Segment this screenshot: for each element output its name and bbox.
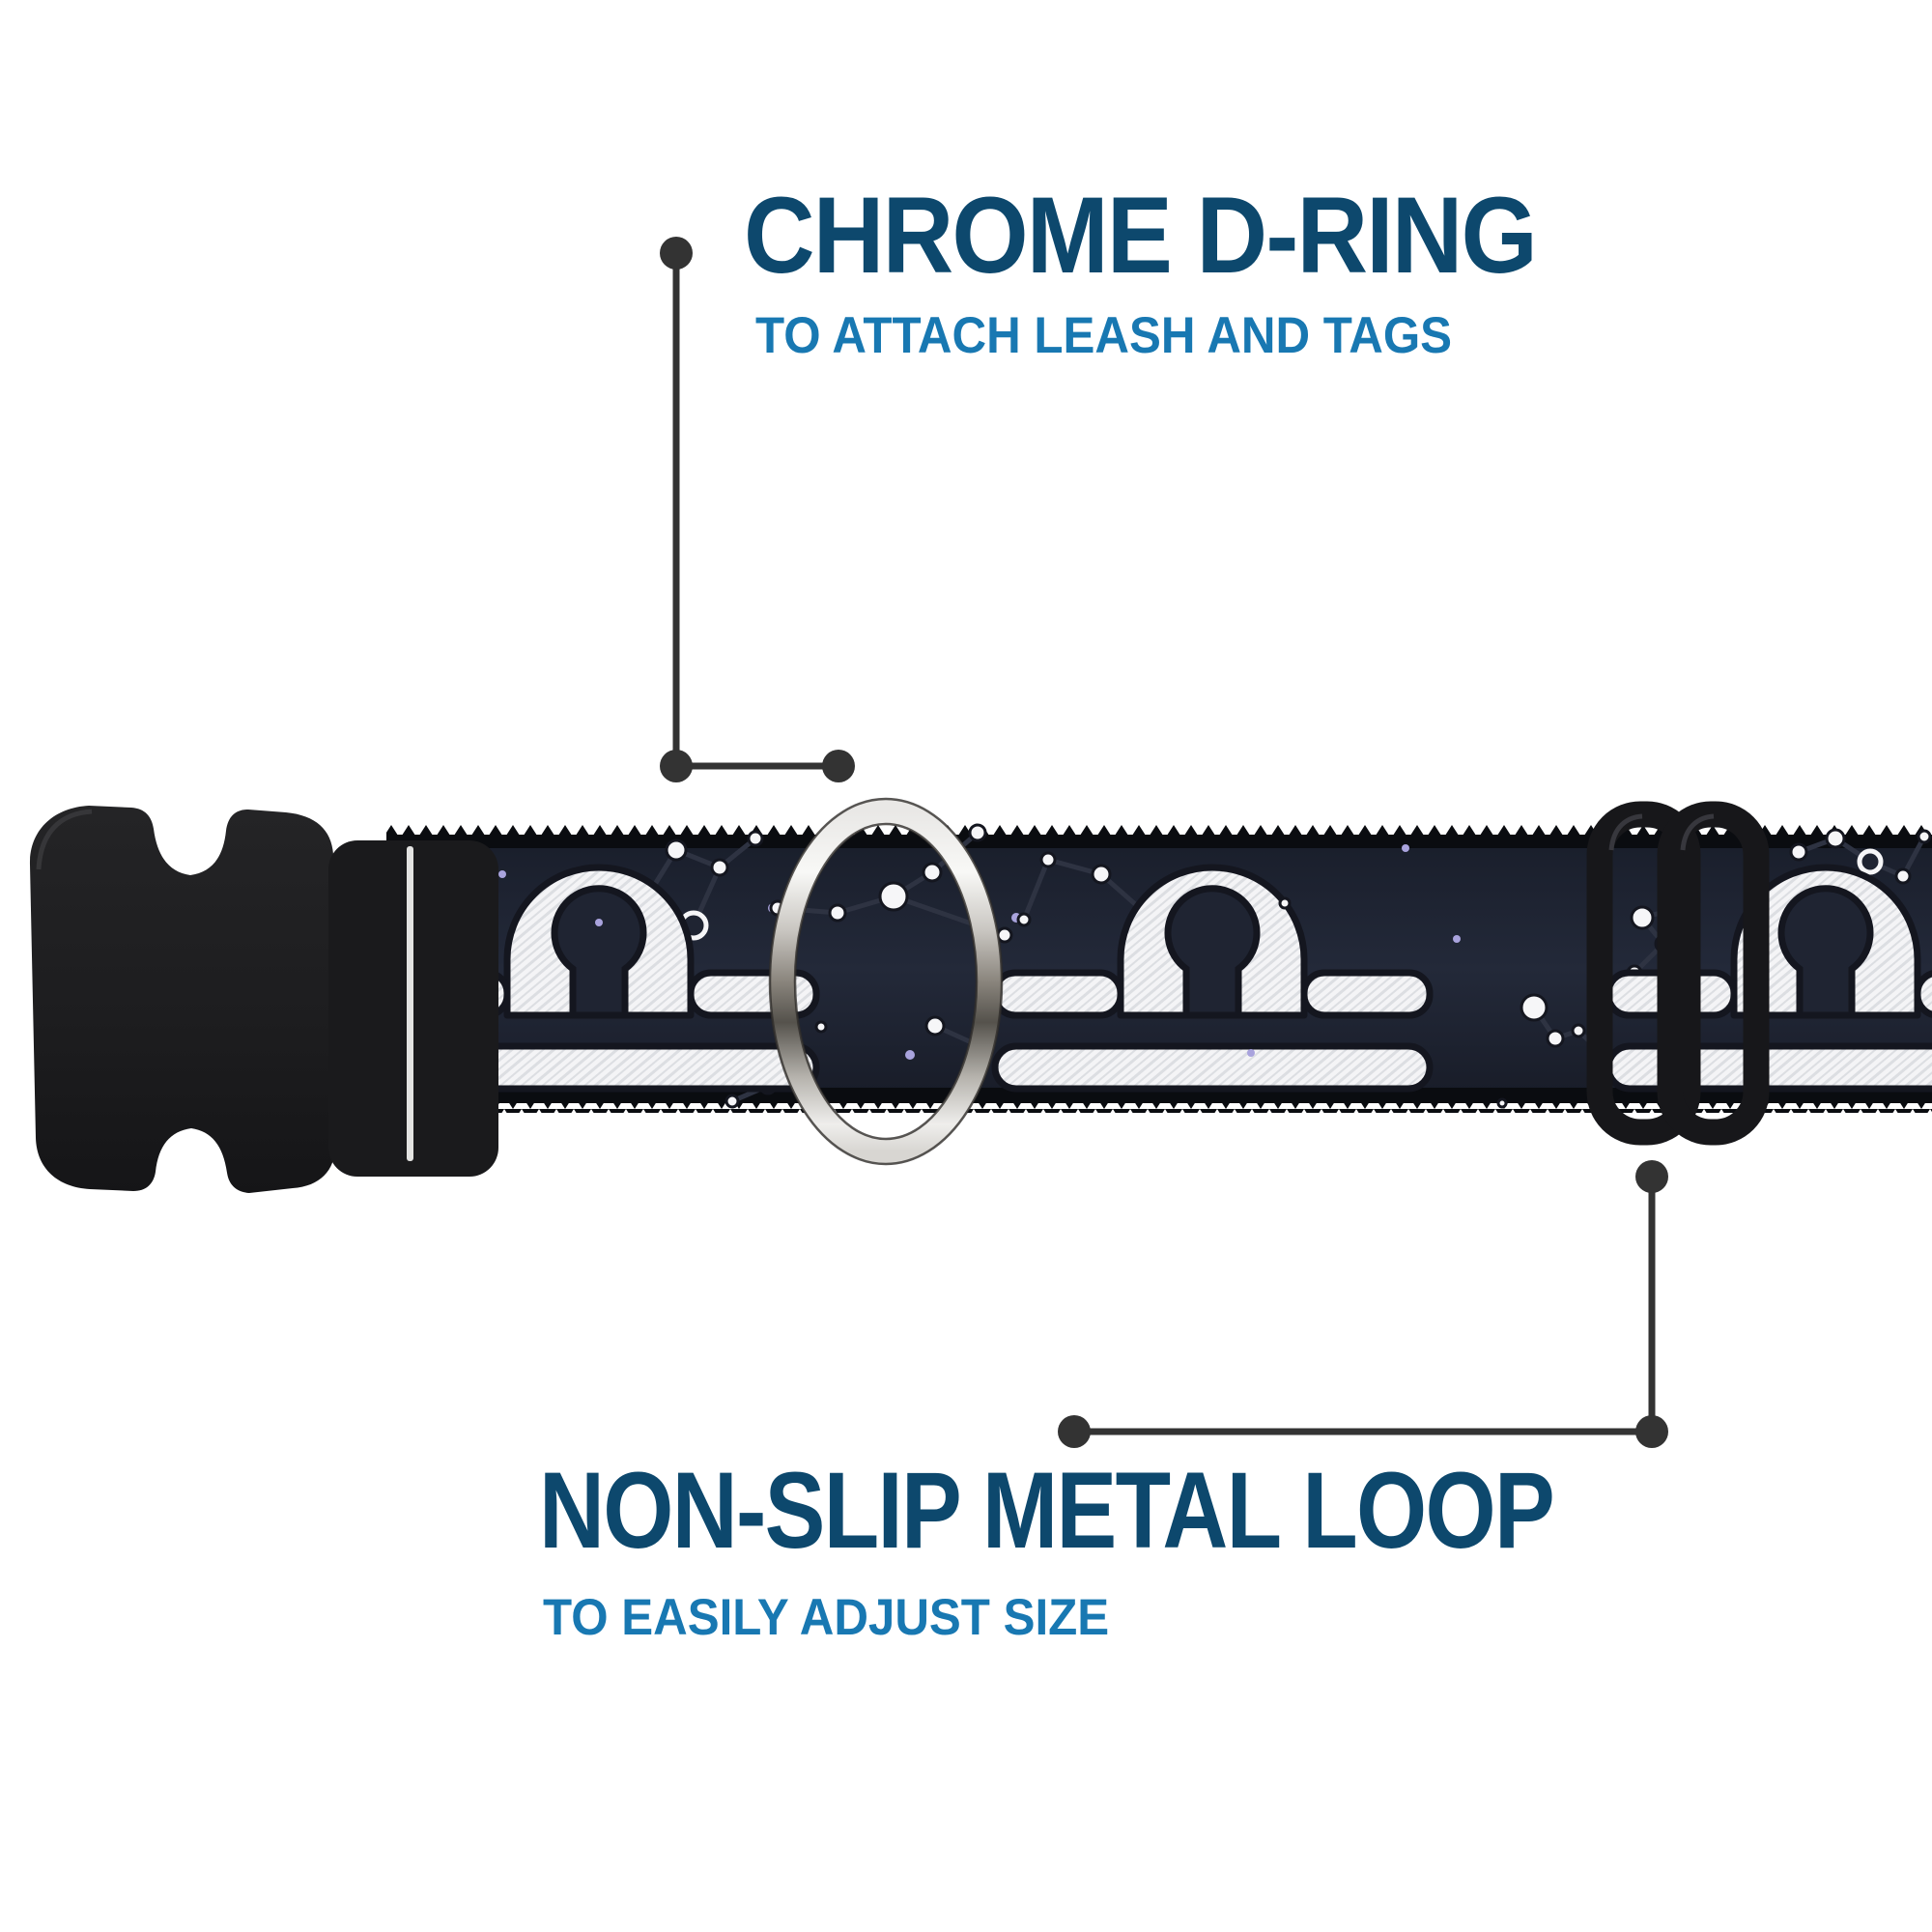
chrome-d-ring [768, 797, 1004, 1166]
constellation-dot [1016, 912, 1032, 927]
constellation-dot [1402, 844, 1409, 852]
constellation-dot [595, 919, 603, 926]
dring-callout-title: CHROME D-RING [744, 175, 1538, 296]
constellation-dot [1496, 1097, 1508, 1109]
strap-stitched-edge-bottom [386, 1099, 1932, 1113]
dring-callout-subtitle: TO ATTACH LEASH AND TAGS [755, 307, 1453, 364]
loop-callout-subtitle: TO EASILY ADJUST SIZE [543, 1589, 1110, 1646]
strap-edge-sliver [407, 846, 413, 1161]
callout-dot [1058, 1415, 1091, 1448]
libra-arch-hole [1777, 885, 1874, 1019]
constellation-dot [1894, 867, 1912, 885]
constellation-dot [924, 1015, 946, 1037]
libra-bottom-bar [1605, 1042, 1932, 1093]
constellation-dot [747, 830, 764, 847]
libra-arch-hole [1164, 885, 1261, 1019]
buckle-body [29, 806, 335, 1193]
d-ring-outer-edge [768, 797, 1004, 1166]
constellation-dot [1247, 1049, 1255, 1057]
libra-bottom-bar [991, 1042, 1434, 1093]
constellation-dot [724, 1094, 740, 1109]
plastic-buckle [29, 806, 498, 1193]
constellation-dot [1039, 851, 1057, 868]
libra-symbol [991, 864, 1434, 1093]
metal-triglide-loop [1586, 801, 1770, 1146]
constellation-dot [1917, 829, 1932, 844]
constellation-dot [1091, 864, 1112, 885]
callout-dot [660, 750, 693, 782]
libra-bar-right [1914, 970, 1932, 1018]
constellation-dot [710, 858, 729, 877]
d-ring-tube [770, 799, 1002, 1164]
constellation-dot [878, 881, 909, 912]
callout-loop-connector [1058, 1160, 1668, 1448]
callout-dot [660, 237, 693, 270]
constellation-dot [1520, 993, 1548, 1022]
loop-callout-title: NON-SLIP METAL LOOP [539, 1450, 1555, 1571]
constellation-line [1021, 857, 1051, 923]
constellation-dot [1571, 1023, 1586, 1038]
d-ring-inner-edge [793, 822, 979, 1141]
callout-dot [1635, 1160, 1668, 1193]
libra-bar-left [991, 969, 1124, 1019]
constellation-dot [922, 862, 943, 883]
constellation-dot [1546, 1029, 1565, 1048]
constellation-dot [1789, 842, 1808, 862]
buckle-edge-highlight [36, 809, 93, 870]
constellation-dot [968, 823, 987, 842]
constellation-dot [814, 1020, 828, 1034]
callout-dot [822, 750, 855, 782]
triglide-highlight [1608, 813, 1643, 851]
triglide-highlight-2 [1680, 813, 1715, 851]
constellation-dot [1630, 905, 1655, 930]
constellation-dot [498, 870, 506, 878]
callout-dring-connector [660, 237, 855, 782]
constellation-dot [828, 903, 847, 923]
strap-border-top [386, 835, 1932, 850]
constellation-dot [665, 838, 688, 862]
triglide-left-loop [1586, 801, 1701, 1146]
libra-arch-hole [551, 885, 647, 1019]
callout-dot [1635, 1415, 1668, 1448]
constellation-dot [1825, 828, 1846, 849]
constellation-dot [905, 1050, 915, 1060]
libra-bar-right [1300, 969, 1434, 1019]
constellation-dot [1278, 896, 1292, 910]
constellation-sparkles [498, 844, 1508, 1109]
constellation-dot [1857, 848, 1884, 875]
constellation-dot [1453, 935, 1461, 943]
